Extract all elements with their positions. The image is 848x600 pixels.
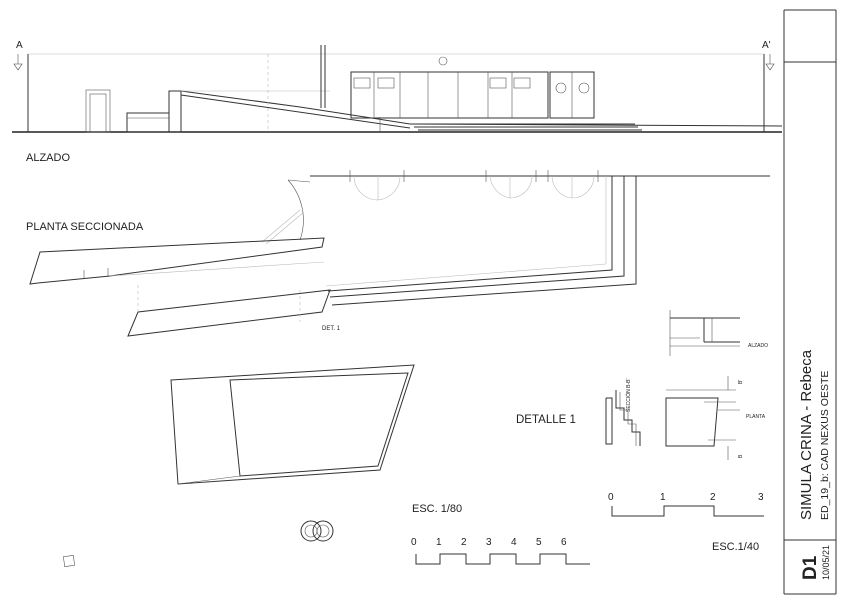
scale-80-tick-3: 3 xyxy=(486,537,492,548)
subtitle-text: ED_19_b: CAD NEXUS OESTE xyxy=(819,371,831,520)
scale-80-tick-5: 5 xyxy=(536,537,542,548)
detail-1: DETALLE 1 ALZADO PLANTA B' B SECCIÓN B-B… xyxy=(516,310,768,460)
detail-alzado-label: ALZADO xyxy=(748,343,768,349)
det-1-reference: DET. 1 xyxy=(322,326,341,332)
sheet-number: D1 xyxy=(800,555,821,580)
scale-40-tick-0: 0 xyxy=(608,492,614,503)
section-marker-a-prime: A' xyxy=(762,40,771,51)
detail-label: DETALLE 1 xyxy=(516,414,576,426)
scale-40-tick-3: 3 xyxy=(758,492,764,503)
scale-80-tick-2: 2 xyxy=(461,537,467,548)
scale-label-80: ESC. 1/80 xyxy=(412,503,462,515)
detail-planta-label: PLANTA xyxy=(746,414,766,420)
section-arrow-a xyxy=(13,63,23,71)
double-circle-symbol xyxy=(300,520,322,542)
roof-plan xyxy=(170,364,415,485)
detail-seccion-label: SECCIÓN B-B' xyxy=(625,378,632,412)
scale-80-tick-4: 4 xyxy=(511,537,517,548)
elevation-drawing: A A' xyxy=(12,40,783,164)
small-square-symbol xyxy=(63,555,75,567)
planta-label: PLANTA SECCIONADA xyxy=(26,221,144,233)
scale-bar-1-80: ESC. 1/80 0 1 2 3 4 5 6 xyxy=(411,503,590,565)
detail-b: B xyxy=(738,454,744,458)
scale-80-tick-1: 1 xyxy=(436,537,442,548)
scale-label-40: ESC.1/40 xyxy=(712,541,759,553)
scale-40-tick-2: 2 xyxy=(710,492,716,503)
detail-b-prime: B' xyxy=(738,380,744,384)
plan-drawing: PLANTA SECCIONADA DET. 1 xyxy=(26,170,770,337)
sheet-date: 10/05/21 xyxy=(821,545,831,580)
scale-bar-1-40: 0 1 2 3 ESC.1/40 xyxy=(608,492,764,553)
alzado-label: ALZADO xyxy=(26,152,70,164)
section-arrow-a-prime xyxy=(765,63,775,71)
title-block: SIMULA CRINA - Rebeca ED_19_b: CAD NEXUS… xyxy=(783,9,837,595)
title-text: SIMULA CRINA - Rebeca xyxy=(798,349,815,520)
scale-80-tick-0: 0 xyxy=(411,537,417,548)
oculus-window xyxy=(438,56,448,66)
decorative-symbols xyxy=(63,520,334,567)
section-marker-a: A xyxy=(16,40,23,51)
scale-40-tick-1: 1 xyxy=(660,492,666,503)
scale-80-tick-6: 6 xyxy=(561,537,567,548)
